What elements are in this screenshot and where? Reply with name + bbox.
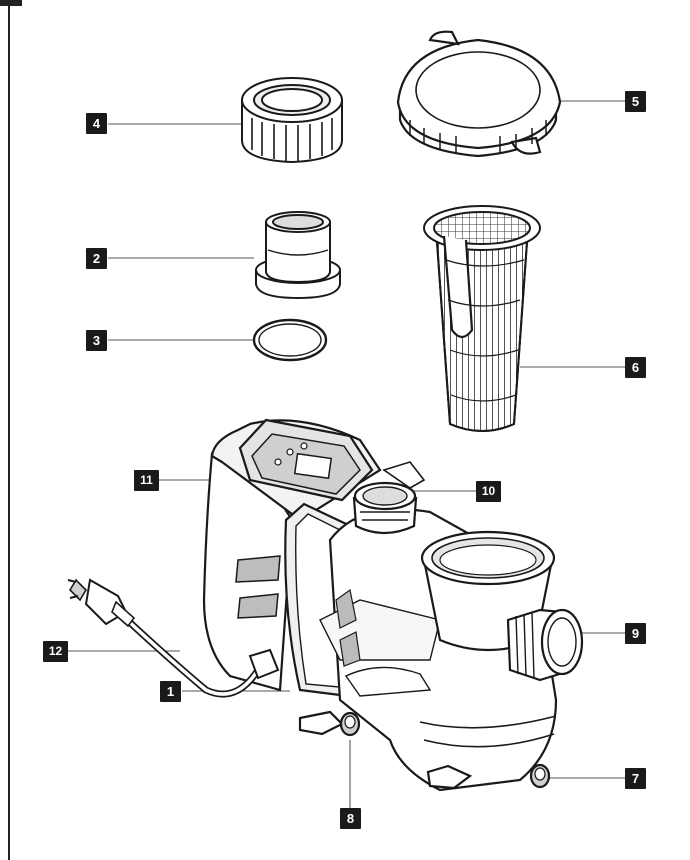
strainer-lid-part xyxy=(396,30,562,158)
strainer-basket-part xyxy=(423,205,541,432)
tail-piece-part xyxy=(255,211,341,300)
callout-10: 10 xyxy=(476,481,501,502)
page-corner-mark xyxy=(0,0,22,6)
callout-12: 12 xyxy=(43,641,68,662)
pump-body-group xyxy=(202,418,584,792)
callout-7: 7 xyxy=(625,768,646,789)
union-nut-part xyxy=(241,77,343,164)
callout-5: 5 xyxy=(625,91,646,112)
power-cable-part xyxy=(67,578,280,698)
callout-11: 11 xyxy=(134,470,159,491)
callout-6: 6 xyxy=(625,357,646,378)
callout-1: 1 xyxy=(160,681,181,702)
callout-8: 8 xyxy=(340,808,361,829)
o-ring-part xyxy=(252,318,328,362)
callout-2: 2 xyxy=(86,248,107,269)
callout-3: 3 xyxy=(86,330,107,351)
page-margin-rule xyxy=(8,0,10,860)
callout-4: 4 xyxy=(86,113,107,134)
callout-9: 9 xyxy=(625,623,646,644)
